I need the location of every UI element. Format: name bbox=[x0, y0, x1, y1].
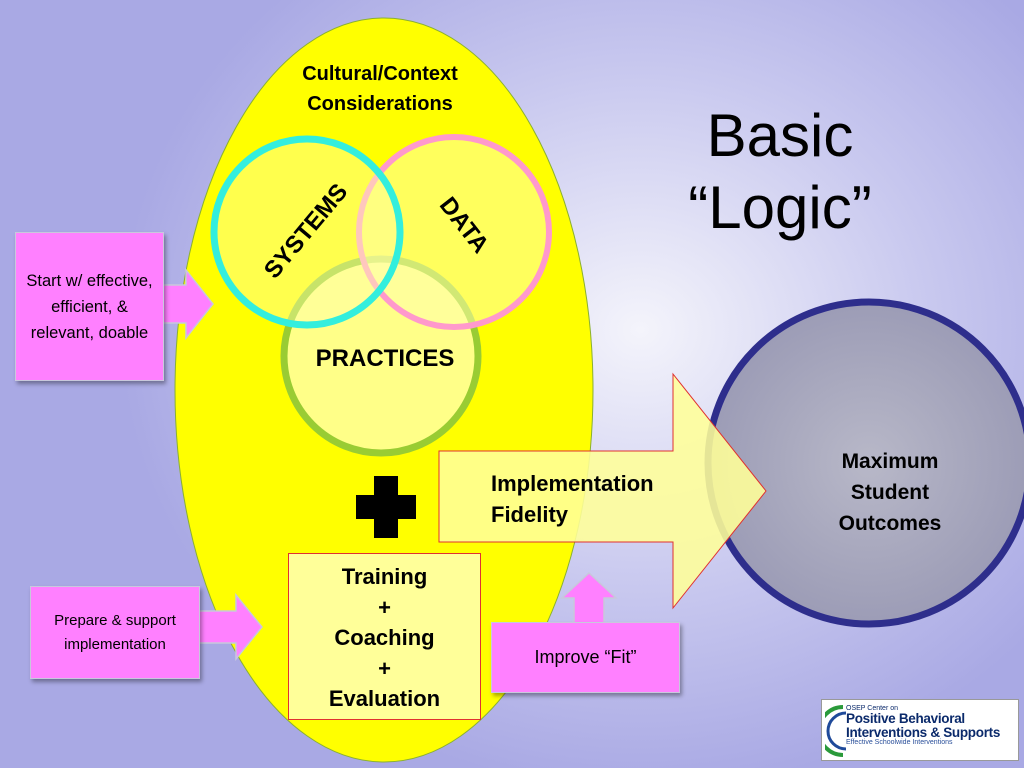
logo-line-3: Interventions & Supports bbox=[846, 724, 1001, 740]
improve-arrow bbox=[560, 571, 618, 624]
evaluation-text: Evaluation bbox=[328, 686, 441, 711]
data-circle bbox=[356, 134, 552, 330]
logo-line-2: Positive Behavioral bbox=[846, 711, 965, 726]
systems-circle bbox=[210, 135, 404, 329]
prepare-callout-text: Prepare & support implementation bbox=[54, 611, 176, 653]
implementation-fidelity-arrow bbox=[438, 372, 767, 610]
start-callout: Start w/ effective, efficient, & relevan… bbox=[15, 232, 164, 381]
implementation-fidelity-label: Implementation Fidelity bbox=[491, 471, 654, 527]
improve-fit-text: Improve “Fit” bbox=[534, 647, 637, 667]
logo-line-4: Effective Schoolwide Interventions bbox=[846, 739, 953, 746]
training-text: Training bbox=[341, 564, 428, 589]
maximum-student-outcomes-label: Maximum Student Outcomes bbox=[838, 450, 942, 535]
pbis-logo-arc-icon bbox=[825, 705, 847, 757]
plus-text-1: + bbox=[378, 594, 391, 620]
prepare-callout: Prepare & support implementation bbox=[30, 586, 200, 679]
coaching-text: Coaching bbox=[334, 625, 435, 650]
start-arrow bbox=[161, 267, 214, 341]
slide-title: Basic“Logic” bbox=[688, 102, 872, 241]
logo-line-1: OSEP Center on bbox=[846, 705, 899, 712]
practices-label: PRACTICES bbox=[315, 345, 455, 372]
pbis-logo: OSEP Center on Positive Behavioral Inter… bbox=[821, 699, 1019, 761]
prepare-arrow bbox=[196, 592, 263, 662]
pbis-logo-text: OSEP Center on Positive Behavioral Inter… bbox=[846, 705, 1018, 746]
plus-text-2: + bbox=[378, 655, 391, 681]
plus-sign bbox=[356, 476, 416, 538]
training-coaching-evaluation-box: Training + Coaching + Evaluation bbox=[288, 553, 481, 720]
improve-fit-callout: Improve “Fit” bbox=[491, 622, 680, 693]
context-considerations-label: Cultural/Context Considerations bbox=[302, 63, 458, 115]
start-callout-text: Start w/ effective, efficient, & relevan… bbox=[26, 271, 153, 342]
